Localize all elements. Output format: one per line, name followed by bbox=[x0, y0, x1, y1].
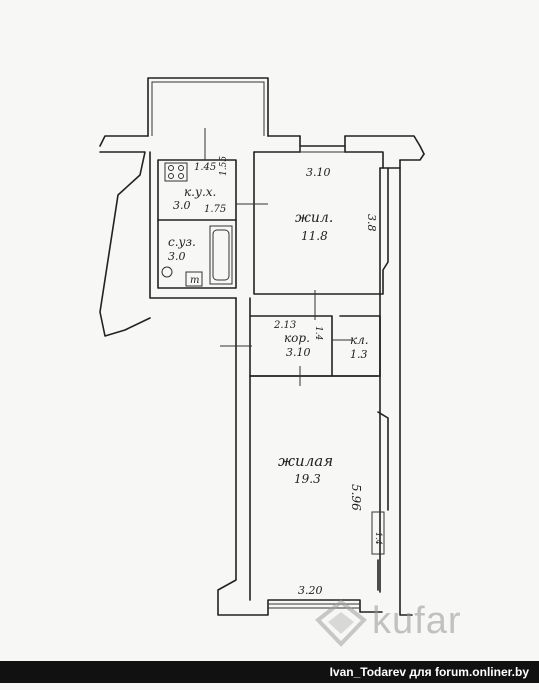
living2-area: 19.3 bbox=[294, 472, 321, 486]
living1-label: жил. bbox=[295, 210, 333, 226]
living1-dim-top: 3.10 bbox=[306, 166, 331, 179]
kitchen-dim-inner: 1.75 bbox=[204, 204, 226, 215]
credit-bar: Ivan_Todarev для forum.onliner.by bbox=[0, 661, 539, 683]
interior-walls bbox=[157, 151, 389, 601]
wc-mark: т bbox=[190, 275, 199, 286]
living2-label: жилая bbox=[278, 452, 333, 470]
kitchen-dim-side: 1.55 bbox=[219, 156, 229, 176]
kufar-logo-icon bbox=[315, 599, 367, 647]
living1-dim-side: 3.8 bbox=[365, 214, 378, 232]
toilet bbox=[185, 271, 203, 287]
kitchen-area: 3.0 bbox=[173, 199, 191, 212]
closet-area: 1.3 bbox=[350, 348, 368, 361]
corridor-area: 3.10 bbox=[286, 346, 311, 359]
bath-label: с.уз. bbox=[168, 235, 196, 249]
living1-area: 11.8 bbox=[301, 229, 328, 243]
outer-walls bbox=[99, 135, 425, 616]
corridor-dim-top: 2.13 bbox=[273, 320, 296, 331]
closet-label: кл. bbox=[350, 333, 369, 347]
kitchen-stove bbox=[164, 162, 188, 182]
kitchen-label: к.у.х. bbox=[184, 185, 216, 199]
balcony bbox=[147, 77, 269, 148]
corridor-label: кор. bbox=[284, 331, 310, 345]
kitchen-dim-top: 1.45 bbox=[194, 162, 216, 173]
bathtub bbox=[209, 225, 233, 285]
radiator-mark: 1.4 bbox=[374, 532, 383, 545]
doors bbox=[204, 140, 352, 386]
living2-dim-bottom: 3.20 bbox=[298, 584, 323, 597]
sink bbox=[161, 266, 173, 278]
corridor-dim-side: 1.4 bbox=[313, 326, 323, 341]
bath-area: 3.0 bbox=[168, 250, 186, 263]
watermark-text: kufar bbox=[372, 600, 462, 642]
living2-dim-side: 5.96 bbox=[349, 484, 363, 511]
